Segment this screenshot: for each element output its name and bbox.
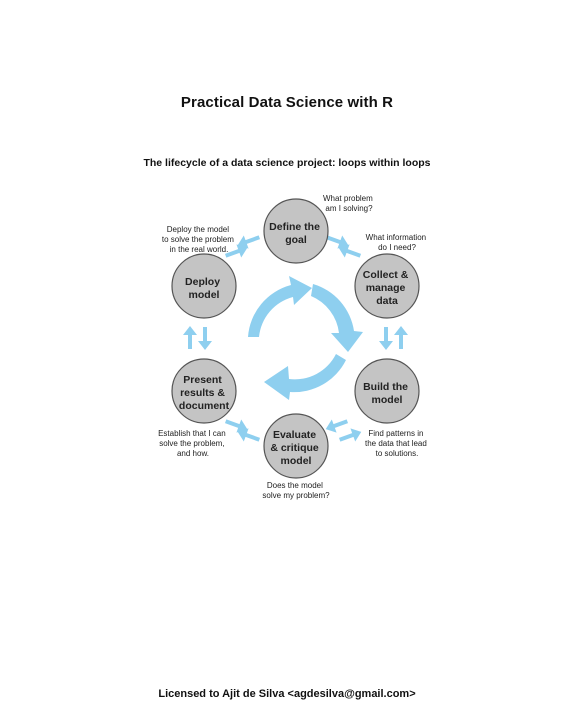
loop-arrow: [394, 326, 408, 349]
note-present-results-document: Establish that I can solve the problem, …: [158, 429, 228, 458]
note-collect-manage-data: What information do I need?: [366, 233, 429, 252]
stage-circle: [354, 253, 420, 319]
license-footer: Licensed to Ajit de Silva <agdesilva@gma…: [158, 688, 416, 700]
stage-define-goal: Define the goal: [263, 198, 329, 264]
figure-caption: The lifecycle of a data science project:…: [143, 157, 431, 169]
loop-arrow: [183, 326, 197, 349]
stage-deploy-model: Deploy model: [171, 253, 237, 319]
stage-label: Build the model: [363, 381, 411, 406]
stage-circle: [263, 413, 329, 479]
stage-label: Evaluate & critique model: [270, 429, 321, 467]
page-title: Practical Data Science with R: [180, 94, 394, 111]
loop-arrow: [323, 414, 350, 436]
note-evaluate-critique-model: Does the model solve my problem?: [262, 481, 330, 500]
stage-circle: [171, 358, 237, 424]
loop-arrow: [337, 425, 364, 447]
big-cycle-arrow: [248, 276, 312, 337]
stage-circle: [263, 198, 329, 264]
stage-label: Present results & document: [179, 374, 230, 412]
big-cycle-arrow: [264, 354, 346, 400]
stage-circle: [354, 358, 420, 424]
stage-collect-manage-data: Collect & manage data: [354, 253, 420, 319]
loop-arrow: [198, 327, 212, 350]
loop-arrow: [379, 327, 393, 350]
stage-label: Collect & manage data: [363, 269, 411, 307]
central-cycle-arrows: [248, 276, 363, 400]
stage-circle: [171, 253, 237, 319]
big-cycle-arrow: [311, 284, 363, 352]
note-deploy-model: Deploy the model to solve the problem in…: [162, 225, 236, 254]
stage-build-model: Build the model: [354, 358, 420, 424]
stage-label: Define the goal: [269, 221, 323, 246]
stage-present-results-document: Present results & document: [171, 358, 237, 424]
note-define-goal: What problem am I solving?: [323, 194, 375, 213]
stage-label: Deploy model: [185, 276, 223, 301]
stage-evaluate-critique-model: Evaluate & critique model: [263, 413, 329, 479]
note-build-model: Find patterns in the data that lead to s…: [365, 429, 429, 458]
